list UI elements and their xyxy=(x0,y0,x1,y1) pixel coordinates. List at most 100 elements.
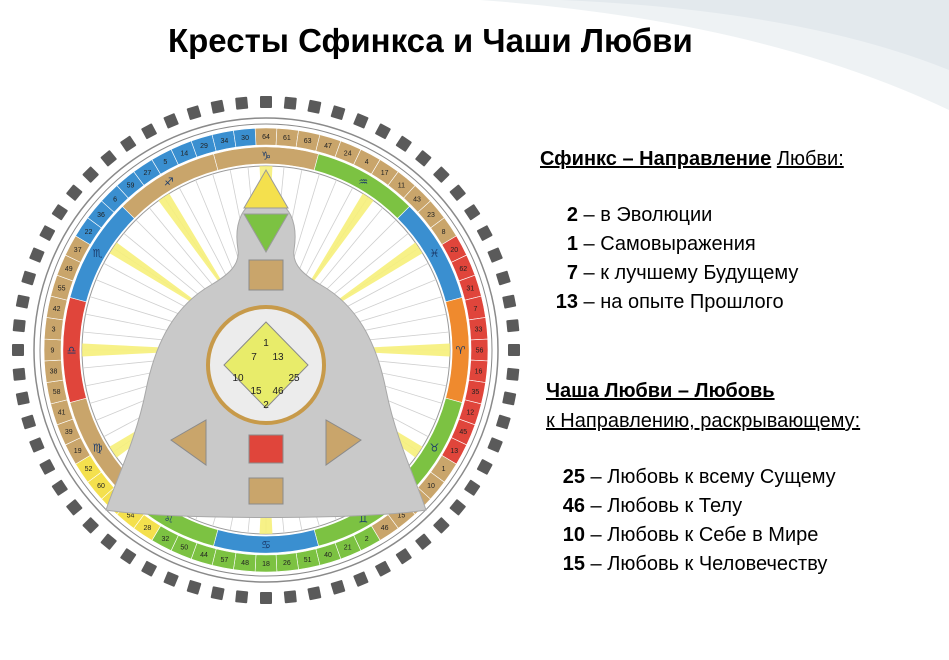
gate-number: 4 xyxy=(365,159,369,166)
hexagram-icon xyxy=(464,204,481,221)
gate-number: 49 xyxy=(65,266,73,273)
gate-number: 56 xyxy=(476,348,484,355)
sphinx-heading-bold: Сфинкс – Направление xyxy=(540,148,772,170)
gate-number: 57 xyxy=(220,557,228,564)
gate-number: 27 xyxy=(143,170,151,177)
gate-number: 47 xyxy=(324,143,332,150)
spoke-line xyxy=(195,179,240,286)
sacral-center xyxy=(248,434,284,464)
gate-number: 1 xyxy=(442,466,446,473)
cup-item-text: – Любовь к всему Сущему xyxy=(585,466,836,488)
hexagram-icon xyxy=(433,166,450,183)
hexagram-icon xyxy=(476,459,493,475)
g-center-number: 10 xyxy=(232,373,244,384)
hexagram-icon xyxy=(476,225,493,241)
hexagram-icon xyxy=(330,580,346,595)
hexagram-icon xyxy=(415,150,432,167)
spoke-line xyxy=(298,187,354,289)
spoke-line xyxy=(178,187,234,289)
highlight-ray xyxy=(327,242,423,310)
gate-number: 19 xyxy=(74,448,82,455)
outer-ring-inner xyxy=(39,123,493,577)
hexagram-icon xyxy=(12,319,26,333)
zodiac-icon: ♋ xyxy=(261,539,271,552)
gate-number: 33 xyxy=(475,327,483,334)
hexagram-icon xyxy=(186,580,202,595)
gate-number: 14 xyxy=(180,150,188,157)
hexagram-icon xyxy=(39,459,56,475)
gate-number: 8 xyxy=(442,229,446,236)
gate-number: 15 xyxy=(398,513,406,520)
gate-number: 55 xyxy=(58,286,66,293)
zodiac-icon: ♌ xyxy=(164,512,174,525)
cup-item-number: 46 xyxy=(562,495,585,517)
hexagram-icon xyxy=(330,105,346,120)
hexagram-icon xyxy=(307,586,322,601)
hexagram-icon xyxy=(15,391,30,406)
sphinx-item-number: 1 xyxy=(566,233,578,255)
hexagram-icon xyxy=(21,270,36,286)
sphinx-heading: Сфинкс – Направление Любви: xyxy=(540,148,844,171)
gate-number: 21 xyxy=(344,545,352,552)
hexagram-icon xyxy=(210,586,225,601)
g-center-number: 15 xyxy=(250,386,262,397)
gate-number: 36 xyxy=(97,212,105,219)
cup-item-number: 10 xyxy=(562,524,585,546)
hexagram-icon xyxy=(100,533,117,550)
cup-item-text: – Любовь к Человечеству xyxy=(585,553,828,575)
spoke-line xyxy=(148,207,222,297)
hexagram-icon xyxy=(487,437,503,453)
highlight-ray xyxy=(306,193,374,289)
cup-item: 15 – Любовь к Человечеству xyxy=(559,553,828,576)
highlight-ray xyxy=(82,343,192,357)
gate-number: 64 xyxy=(262,134,270,141)
gate-number: 11 xyxy=(398,182,405,189)
zodiac-icon: ♊ xyxy=(358,512,368,525)
hexagram-icon xyxy=(12,344,24,356)
hexagram-icon xyxy=(29,247,45,263)
cup-item: 46 – Любовь к Телу xyxy=(559,495,742,518)
spoke-line xyxy=(292,179,337,286)
hexagram-icon xyxy=(120,135,137,152)
zodiac-icon: ♎ xyxy=(67,344,77,357)
hexagram-icon xyxy=(307,99,322,114)
gate-number: 39 xyxy=(65,429,73,436)
gate-number: 26 xyxy=(283,560,291,567)
hexagram-icon xyxy=(487,247,503,263)
gate-number: 43 xyxy=(413,197,421,204)
gate-number: 12 xyxy=(466,409,474,416)
cup-heading: Чаша Любви – Любовь xyxy=(546,380,775,402)
zodiac-icon: ♉ xyxy=(430,441,440,454)
cup-subheading: к Направлению, раскрывающему: xyxy=(546,410,861,432)
hexagram-icon xyxy=(100,150,117,167)
gate-number: 34 xyxy=(220,138,228,145)
hexagram-icon xyxy=(51,204,68,221)
gate-number: 5 xyxy=(163,159,167,166)
gate-number: 3 xyxy=(52,327,56,334)
gate-number: 63 xyxy=(304,138,312,145)
gate-number: 61 xyxy=(283,135,291,142)
gate-number: 41 xyxy=(58,409,66,416)
hexagram-icon xyxy=(415,533,432,550)
cup-item-text: – Любовь к Себе в Мире xyxy=(585,524,819,546)
spleen-center xyxy=(170,419,207,466)
hexagram-icon xyxy=(12,367,26,381)
zodiac-icon: ♐ xyxy=(164,176,174,189)
hexagram-icon xyxy=(141,123,157,140)
gate-number: 59 xyxy=(127,182,135,189)
hexagram-icon xyxy=(141,560,157,577)
gate-number: 35 xyxy=(471,389,479,396)
hexagram-icon xyxy=(464,479,481,496)
hexagram-icon xyxy=(260,96,272,108)
gate-number: 60 xyxy=(97,483,105,490)
hexagram-icon xyxy=(375,560,391,577)
sphinx-heading-rest: Любви: xyxy=(776,148,844,170)
hexagram-icon xyxy=(395,548,412,565)
gate-number: 17 xyxy=(381,170,389,177)
gate-number: 28 xyxy=(143,525,151,532)
zodiac-icon: ♑ xyxy=(261,150,271,163)
hexagram-icon xyxy=(39,225,56,241)
g-center-number: 1 xyxy=(263,338,269,349)
gate-number: 52 xyxy=(85,466,93,473)
